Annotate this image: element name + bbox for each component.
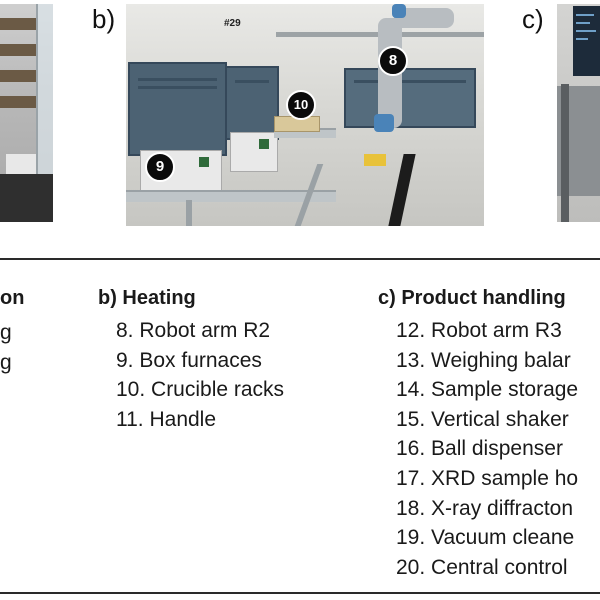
shelf <box>0 18 36 30</box>
top-divider <box>0 258 600 260</box>
furnace-vent <box>138 78 217 81</box>
furnace-vent <box>235 80 269 83</box>
photo-panel-a <box>0 4 53 222</box>
screen-text-line <box>576 30 596 32</box>
gripper <box>364 154 386 166</box>
legend-item: 17. XRD sample ho <box>396 466 579 490</box>
panel-label-b: b) <box>92 4 116 34</box>
cable-chain <box>388 154 416 226</box>
station-sign: #29 <box>224 18 241 29</box>
callout-marker-10: 10 <box>286 90 316 120</box>
photo-panel-b: #29 8 9 10 <box>126 4 484 226</box>
furnace-controller <box>230 132 278 172</box>
legend-item: 11. Handle <box>116 407 217 431</box>
callout-marker-9: 9 <box>145 152 175 182</box>
legend-a-list: g g <box>0 318 12 377</box>
callout-marker-8: 8 <box>378 46 408 76</box>
bench-leg <box>186 200 192 226</box>
monitor <box>573 6 600 76</box>
legend-b-title: b) Heating <box>98 287 196 309</box>
workbench <box>126 190 336 202</box>
legend-item: 20. Central control <box>396 555 568 579</box>
legend-c-column: c) Product handling 12. Robot arm R3 13.… <box>370 280 600 590</box>
furnace-vent <box>138 86 217 89</box>
legend-item: g <box>0 350 12 374</box>
furnace-vent <box>354 80 466 83</box>
bench-table <box>0 174 53 222</box>
legend-item: 19. Vacuum cleane <box>396 526 575 550</box>
equipment-box <box>6 154 36 176</box>
shelf <box>0 44 36 56</box>
legend-c-title: c) Product handling <box>378 287 566 309</box>
box-furnace <box>225 66 279 140</box>
glass-enclosure <box>36 4 53 222</box>
legend-item: 16. Ball dispenser <box>396 437 563 461</box>
screen-text-line <box>576 14 594 16</box>
photo-panel-c <box>557 4 600 222</box>
legend-item: 14. Sample storage <box>396 378 579 402</box>
legend-item: 10. Crucible racks <box>116 378 285 402</box>
legend-b-list: 8. Robot arm R2 9. Box furnaces 10. Cruc… <box>116 316 284 434</box>
legend-c-list: 12. Robot arm R3 13. Weighing balar 14. … <box>396 316 578 582</box>
panel-label-c: c) <box>522 4 544 34</box>
legend-item: 15. Vertical shaker <box>396 407 569 431</box>
legend-item: 13. Weighing balar <box>396 348 571 372</box>
legend-item: g <box>0 321 12 344</box>
bottom-divider <box>0 592 600 594</box>
robot-arm-upper <box>394 8 454 28</box>
legend-item: 9. Box furnaces <box>116 348 262 372</box>
controller-switch <box>199 157 209 167</box>
robot-joint <box>392 4 406 18</box>
controller-switch <box>259 139 269 149</box>
legend-a-title: on <box>0 287 25 309</box>
legend-item: 18. X-ray diffracton <box>396 496 574 520</box>
screen-text-line <box>576 22 590 24</box>
shelf <box>0 70 36 82</box>
shelf <box>0 96 36 108</box>
robot-joint <box>374 114 394 132</box>
legend-item: 12. Robot arm R3 <box>396 319 562 342</box>
screen-text-line <box>576 38 588 40</box>
box-furnace <box>128 62 227 156</box>
frame-post <box>561 84 569 222</box>
legend-item: 8. Robot arm R2 <box>116 319 271 342</box>
box-furnace <box>344 68 476 128</box>
